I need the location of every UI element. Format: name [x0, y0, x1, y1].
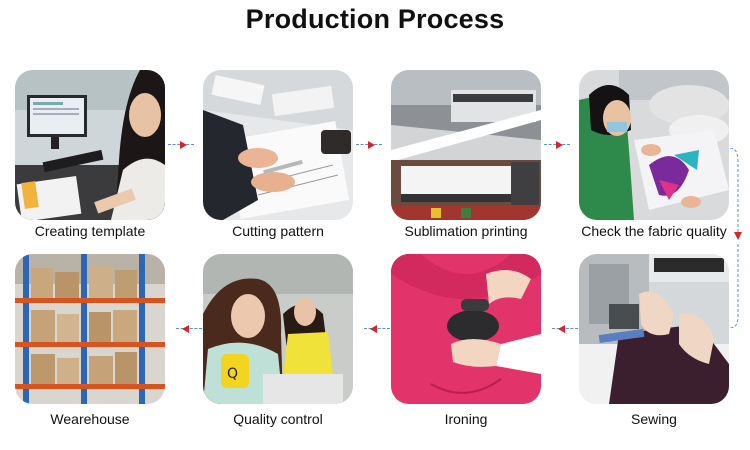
warehouse-photo: [15, 254, 165, 404]
flow-arrow-left: [168, 325, 202, 333]
step-label-ironing: Ironing: [444, 411, 488, 427]
sublimation-printing-photo: [391, 70, 541, 220]
flow-connector-down: [729, 148, 742, 328]
ironing-photo: [391, 254, 541, 404]
step-label-sewing: Sewing: [631, 411, 677, 427]
fabric-inspection-photo: [579, 70, 729, 220]
step-label-creating-template: Creating template: [34, 223, 146, 239]
step-label-check-fabric-quality: Check the fabric quality: [581, 223, 727, 239]
page-title: Production Process: [245, 4, 505, 34]
svg-text:Q: Q: [227, 366, 238, 382]
flow-arrow-right: [544, 141, 578, 149]
flow-arrow-right: [356, 141, 390, 149]
flow-arrow-right: [168, 141, 202, 149]
sewing-photo: [579, 254, 729, 404]
quality-control-photo: Q: [203, 254, 353, 404]
flow-arrow-left: [356, 325, 390, 333]
flow-arrow-left: [544, 325, 578, 333]
cutting-pattern-photo: [203, 70, 353, 220]
step-label-warehouse: Wearehouse: [50, 411, 130, 427]
step-label-quality-control: Quality control: [233, 411, 323, 427]
creating-template-photo: [15, 70, 165, 220]
step-label-sublimation-printing: Sublimation printing: [404, 223, 528, 239]
step-label-cutting-pattern: Cutting pattern: [232, 223, 324, 239]
